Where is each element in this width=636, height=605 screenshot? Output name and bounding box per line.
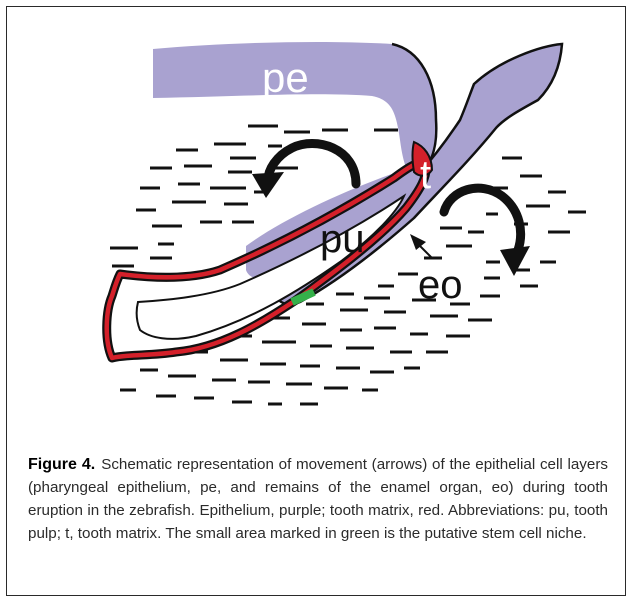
tooth-eruption-diagram: pe t pu eo bbox=[0, 0, 636, 445]
movement-arrow-left bbox=[252, 144, 356, 199]
label-pu: pu bbox=[320, 217, 365, 261]
label-t: t bbox=[420, 153, 431, 197]
figure-label: Figure 4. bbox=[28, 456, 95, 473]
label-pe: pe bbox=[262, 54, 309, 101]
label-eo: eo bbox=[418, 263, 463, 307]
eo-pointer-arrow bbox=[410, 234, 432, 258]
caption-text: Schematic representation of movement (ar… bbox=[28, 456, 608, 542]
figure-caption: Figure 4.Schematic representation of mov… bbox=[28, 453, 608, 545]
